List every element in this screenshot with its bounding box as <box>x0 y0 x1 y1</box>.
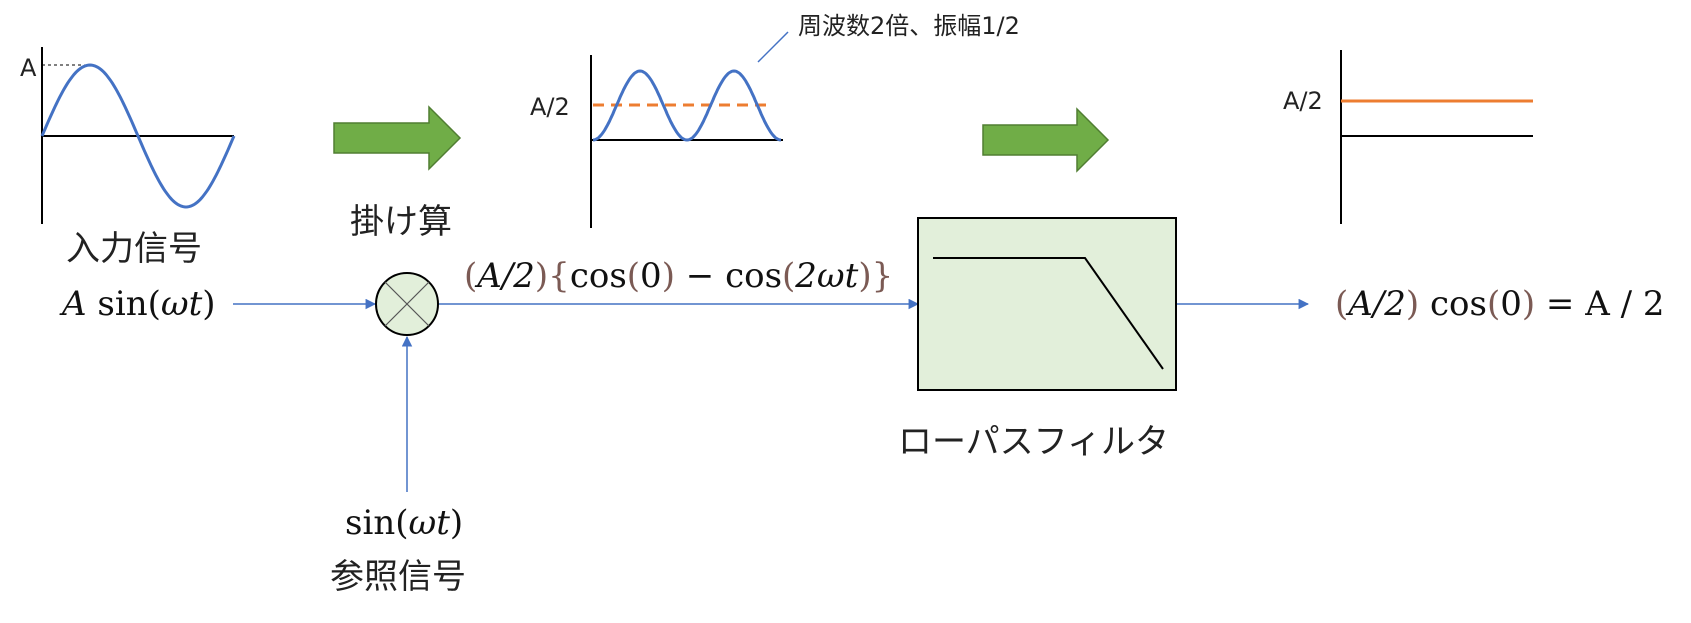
reference-formula: sin(ωt) <box>345 503 463 543</box>
reference-caption: 参照信号 <box>330 557 466 597</box>
output-level-label: A/2 <box>1283 87 1323 115</box>
filter-caption: ローパスフィルタ <box>898 422 1169 462</box>
annotation-pointer <box>757 31 789 63</box>
multiply-caption: 掛け算 <box>350 202 452 242</box>
filter-box <box>917 217 1177 391</box>
multiplier-symbol <box>375 272 439 336</box>
mult-level-label: A/2 <box>530 93 570 121</box>
frequency-annotation: 周波数2倍、振幅1/2 <box>798 12 1020 40</box>
multiplier-cross-2 <box>384 281 430 327</box>
doubled-frequency-wave <box>592 69 782 142</box>
process-arrow-2 <box>982 107 1110 173</box>
process-arrow-1 <box>333 105 462 171</box>
filter-response-curve <box>933 257 1164 370</box>
multiplied-signal-graph: A/2 周波数2倍、振幅1/2 <box>530 12 1020 228</box>
input-signal-graph: A <box>20 47 236 224</box>
input-sine-wave <box>40 63 236 209</box>
input-formula: A sin(ωt) <box>59 284 216 324</box>
low-pass-filter-block <box>917 217 1177 391</box>
product-formula: (A/2){cos(0) − cos(2ωt)} <box>464 256 893 296</box>
input-caption: 入力信号 <box>66 229 202 269</box>
output-signal-graph: A/2 <box>1283 50 1533 224</box>
input-amp-label: A <box>20 54 37 82</box>
output-formula: (A/2) cos(0) = A / 2 <box>1335 284 1664 324</box>
